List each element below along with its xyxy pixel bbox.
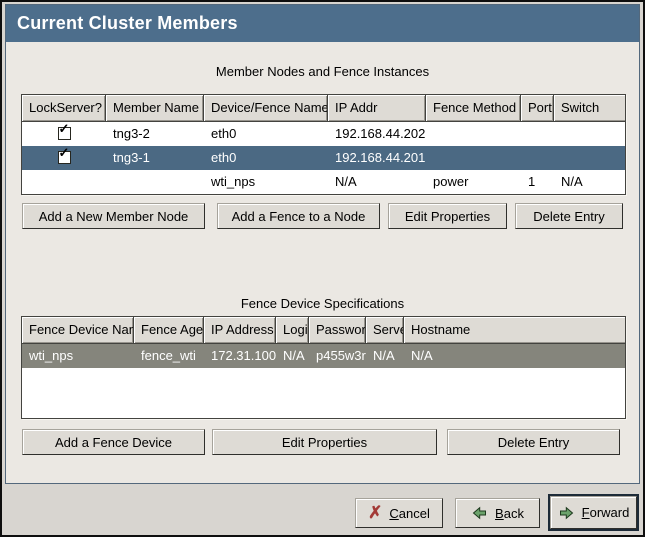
add-member-node-button[interactable]: Add a New Member Node [22,203,205,229]
column-header-ip-address[interactable]: IP Address [204,317,276,343]
member-nodes-table: LockServer? Member Name Device/Fence Nam… [21,94,626,195]
column-header-lockserver[interactable]: LockServer? [22,95,106,121]
add-fence-to-node-button[interactable]: Add a Fence to a Node [217,203,380,229]
column-header-port[interactable]: Port [521,95,554,121]
column-header-member-name[interactable]: Member Name [106,95,204,121]
fence-delete-entry-button[interactable]: Delete Entry [447,429,620,455]
fence-method-cell: power [433,174,469,189]
column-header-fence-method[interactable]: Fence Method [426,95,521,121]
column-header-hostname[interactable]: Hostname [404,317,625,343]
switch-cell [554,146,625,170]
server-cell: N/A [373,348,395,363]
member-name-cell: tng3-2 [113,126,150,141]
back-button-label: Back [495,505,524,521]
table-row-selected[interactable]: wti_nps fence_wti 172.31.100.1 N/A p455w… [22,344,625,368]
check-icon: ✓ [58,146,70,160]
cancel-button-label: Cancel [389,505,430,521]
page-header: Current Cluster Members [6,5,639,42]
column-header-device-fence-name[interactable]: Device/Fence Name [204,95,328,121]
forward-button[interactable]: Forward [550,496,637,529]
fence-method-cell [426,122,521,146]
fence-method-cell [426,146,521,170]
fence-agent-cell: fence_wti [141,348,196,363]
back-button[interactable]: Back [455,498,540,528]
cancel-button[interactable]: ✗ Cancel [355,498,443,528]
column-header-password[interactable]: Password [309,317,366,343]
table-row[interactable]: ✓ tng3-2 eth0 192.168.44.202 [22,122,625,146]
empty-list-area [22,368,625,418]
fence-edit-properties-button[interactable]: Edit Properties [212,429,437,455]
cancel-x-icon: ✗ [368,503,383,522]
member-nodes-table-header: LockServer? Member Name Device/Fence Nam… [22,95,625,122]
back-arrow-icon [471,505,488,521]
fence-devices-table-caption: Fence Device Specifications [240,296,405,311]
table-row[interactable]: wti_nps N/A power 1 N/A [22,170,625,194]
forward-button-default-ring: Forward [548,494,639,531]
port-cell [521,146,554,170]
password-cell: p455w3rd [316,348,366,363]
device-fence-name-cell: wti_nps [211,174,256,189]
members-delete-entry-button[interactable]: Delete Entry [515,203,623,229]
members-edit-properties-button[interactable]: Edit Properties [388,203,507,229]
ip-addr-cell: N/A [335,174,357,189]
lockserver-cell: ✓ [22,122,106,146]
fence-devices-table-header: Fence Device Name Fence Agent IP Address… [22,317,625,344]
lockserver-cell: ✓ [22,146,106,170]
lockserver-cell [22,170,106,194]
device-fence-name-cell: eth0 [211,126,237,141]
column-header-switch[interactable]: Switch [554,95,625,121]
fence-device-name-cell: wti_nps [29,348,74,363]
switch-cell: N/A [561,174,583,189]
column-header-ip-addr[interactable]: IP Addr [328,95,426,121]
column-header-server[interactable]: Server [366,317,404,343]
ip-address-cell: 172.31.100.1 [211,348,276,363]
fence-devices-table: Fence Device Name Fence Agent IP Address… [21,316,626,419]
device-fence-name-cell: eth0 [211,150,237,165]
port-cell: 1 [528,174,536,189]
column-header-login[interactable]: Login [276,317,309,343]
page-title: Current Cluster Members [17,13,238,33]
hostname-cell: N/A [411,348,433,363]
lockserver-checkbox[interactable]: ✓ [57,122,71,140]
members-table-caption: Member Nodes and Fence Instances [215,64,430,79]
forward-button-label: Forward [581,505,630,520]
member-name-cell [106,170,204,194]
check-icon: ✓ [58,122,70,136]
column-header-fence-device-name[interactable]: Fence Device Name [22,317,134,343]
add-fence-device-button[interactable]: Add a Fence Device [22,429,205,455]
login-cell: N/A [283,348,305,363]
column-header-fence-agent[interactable]: Fence Agent [134,317,204,343]
ip-addr-cell: 192.168.44.201 [335,150,426,165]
table-row-selected[interactable]: ✓ tng3-1 eth0 192.168.44.201 [22,146,625,170]
switch-cell [554,122,625,146]
port-cell [521,122,554,146]
member-name-cell: tng3-1 [113,150,150,165]
forward-arrow-icon [558,505,575,521]
lockserver-checkbox[interactable]: ✓ [57,146,71,164]
ip-addr-cell: 192.168.44.202 [335,126,426,141]
